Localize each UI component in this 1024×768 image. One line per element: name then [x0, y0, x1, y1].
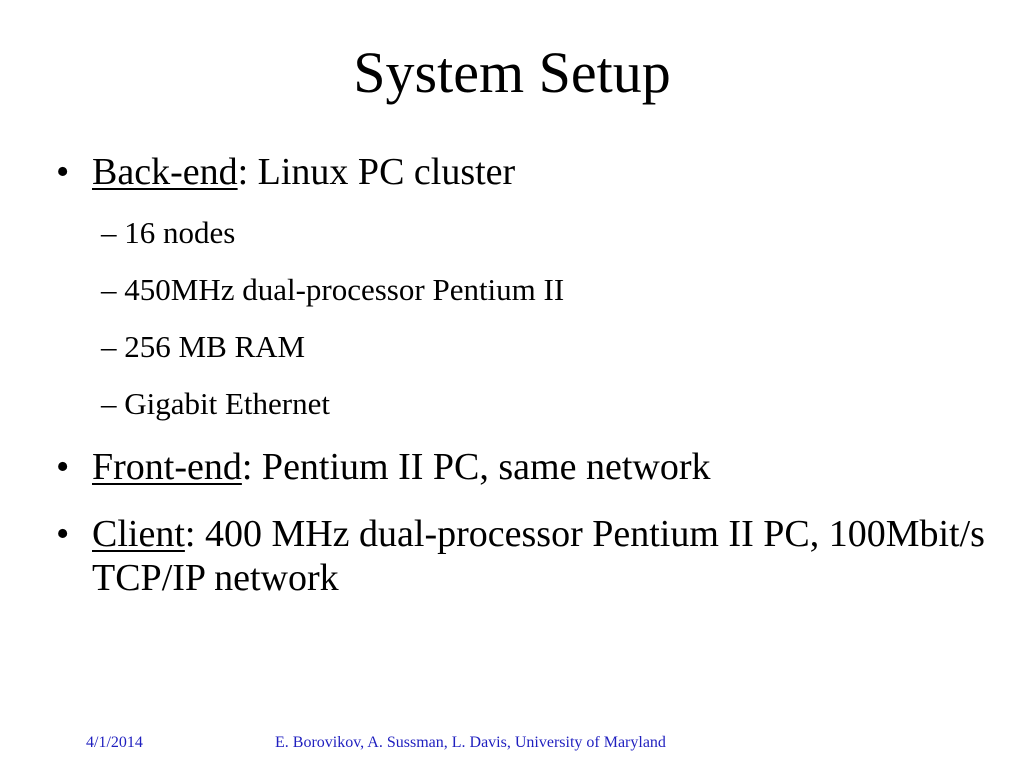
bullet-text: Back-end: Linux PC cluster	[92, 150, 992, 194]
slide-title: System Setup	[353, 40, 671, 105]
bullet-description: : Linux PC cluster	[237, 151, 516, 193]
bullet-term: Back-end	[92, 151, 238, 193]
footer-date: 4/1/2014	[86, 734, 143, 751]
sub-item-nodes: – 16 nodes	[101, 215, 236, 250]
sub-item-network: – Gigabit Ethernet	[101, 386, 330, 421]
bullet-marker: •	[56, 513, 70, 555]
bullet-term: Client	[92, 513, 185, 555]
bullet-term: Front-end	[92, 446, 242, 488]
bullet-marker: •	[56, 446, 70, 488]
bullet-text: Client: 400 MHz dual-processor Pentium I…	[92, 512, 992, 600]
bullet-description: : 400 MHz dual-processor Pentium II PC, …	[92, 513, 985, 599]
bullet-marker: •	[56, 151, 70, 193]
bullet-text: Front-end: Pentium II PC, same network	[92, 445, 992, 489]
footer-authors: E. Borovikov, A. Sussman, L. Davis, Univ…	[275, 734, 666, 751]
bullet-description: : Pentium II PC, same network	[241, 446, 711, 488]
sub-item-processor: – 450MHz dual-processor Pentium II	[101, 272, 565, 307]
sub-item-ram: – 256 MB RAM	[101, 329, 306, 364]
